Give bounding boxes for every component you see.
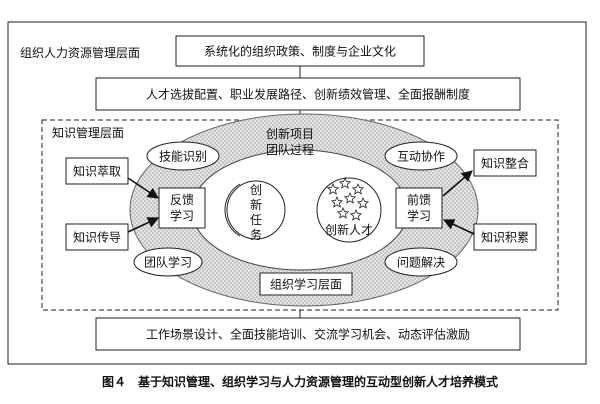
- feedforward-line2: 学习: [407, 208, 431, 223]
- project-line1: 创新项目: [266, 126, 314, 141]
- org-learning-label: 组织学习层面: [270, 277, 342, 292]
- task-char-2: 新: [250, 197, 262, 212]
- team-learning-text: 团队学习: [144, 255, 192, 270]
- talent-text: 创新人才: [325, 222, 373, 237]
- feedforward-box: [395, 187, 443, 229]
- task-char-3: 任: [250, 213, 262, 227]
- problem-ellipse: [384, 247, 458, 277]
- star-icon: [356, 196, 370, 209]
- knowledge-integrate-text: 知识整合: [481, 156, 529, 171]
- knowledge-extract-text: 知识萃取: [73, 165, 121, 179]
- km-layer-label: 知识管理层面: [52, 125, 124, 140]
- knowledge-extract-box: [65, 157, 129, 185]
- knowledge-integrate-box: [473, 149, 537, 177]
- star-icon: [336, 206, 350, 219]
- org-learning-label-box: [259, 272, 353, 296]
- star-icon: [330, 195, 344, 208]
- arrow-feedforward-integrate: [442, 170, 473, 197]
- star-icon: [326, 182, 340, 195]
- knowledge-transfer-box: [65, 223, 129, 251]
- arrow-extract-feedback: [127, 177, 159, 199]
- skill-text: 技能识别: [159, 150, 207, 164]
- feedback-box: [158, 187, 206, 229]
- collab-ellipse: [384, 141, 458, 171]
- arrow-transfer-feedback: [127, 217, 160, 233]
- collab-text: 互动协作: [397, 149, 445, 164]
- task-char-1: 创: [250, 183, 262, 197]
- talent-management-box: [95, 77, 521, 111]
- feedforward-line1: 前馈: [407, 192, 431, 207]
- hr-layer-label: 组织人力资源管理层面: [20, 45, 140, 60]
- policy-culture-text: 系统化的组织政策、制度与企业文化: [204, 44, 396, 59]
- problem-text: 问题解决: [397, 256, 445, 270]
- feedback-line1: 反馈: [170, 193, 194, 207]
- team-learning-ellipse: [133, 247, 203, 277]
- task-char-4: 务: [250, 227, 262, 242]
- talent-stars: [326, 176, 370, 221]
- star-icon: [349, 208, 363, 221]
- workplace-training-text: 工作场景设计、全面技能培训、交流学习机会、动态评估激励: [146, 327, 470, 342]
- skill-ellipse: [146, 141, 220, 171]
- talent-management-text: 人才选拔配置、职业发展路径、创新绩效管理、全面报酬制度: [146, 87, 470, 102]
- innovation-task-circle: [226, 180, 286, 240]
- star-icon: [338, 176, 352, 189]
- star-icon: [343, 191, 357, 204]
- feedback-line2: 学习: [170, 208, 194, 223]
- knowledge-accumulate-text: 知识积累: [481, 231, 529, 245]
- arrow-accumulate-feedforward: [442, 219, 475, 235]
- knowledge-transfer-text: 知识传导: [73, 230, 121, 245]
- project-line2: 团队过程: [266, 142, 314, 157]
- hr-outer-frame: [7, 21, 587, 365]
- innovation-talent-circle: [316, 177, 382, 243]
- knowledge-accumulate-box: [473, 223, 537, 251]
- figure-caption: 图４ 基于知识管理、组织学习与人力资源管理的互动型创新人才培养模式: [102, 374, 498, 389]
- workplace-training-box: [95, 317, 521, 351]
- task-arc-left: [224, 183, 241, 237]
- star-icon: [351, 182, 365, 195]
